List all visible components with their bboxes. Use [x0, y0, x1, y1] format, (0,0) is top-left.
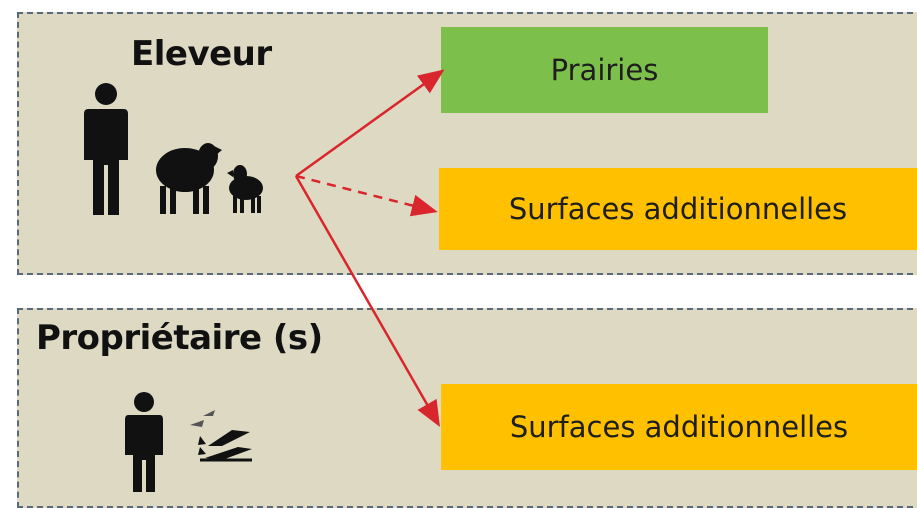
- crop-land-icon: [190, 410, 252, 462]
- prairies-box: Prairies: [441, 27, 768, 113]
- surfaces-additionnelles-box-proprietaire: Surfaces additionnelles: [441, 384, 917, 470]
- eleveur-label: Eleveur: [131, 34, 272, 74]
- diagram-graphics: [84, 69, 445, 492]
- arrows: [294, 69, 445, 427]
- surfaces-additionnelles-box-eleveur: Surfaces additionnelles: [439, 168, 917, 250]
- lamb-icon: [227, 165, 263, 213]
- sheep-icon: [156, 143, 222, 214]
- proprietaire-label: Propriétaire (s): [36, 318, 323, 358]
- person-icon: [84, 83, 128, 215]
- arrow-to-prairies: [295, 69, 445, 178]
- arrow-to-surfaces-additionnelles-dashed: [295, 174, 438, 217]
- arrow-to-surfaces-additionnelles: [294, 175, 440, 427]
- person-icon: [125, 392, 163, 492]
